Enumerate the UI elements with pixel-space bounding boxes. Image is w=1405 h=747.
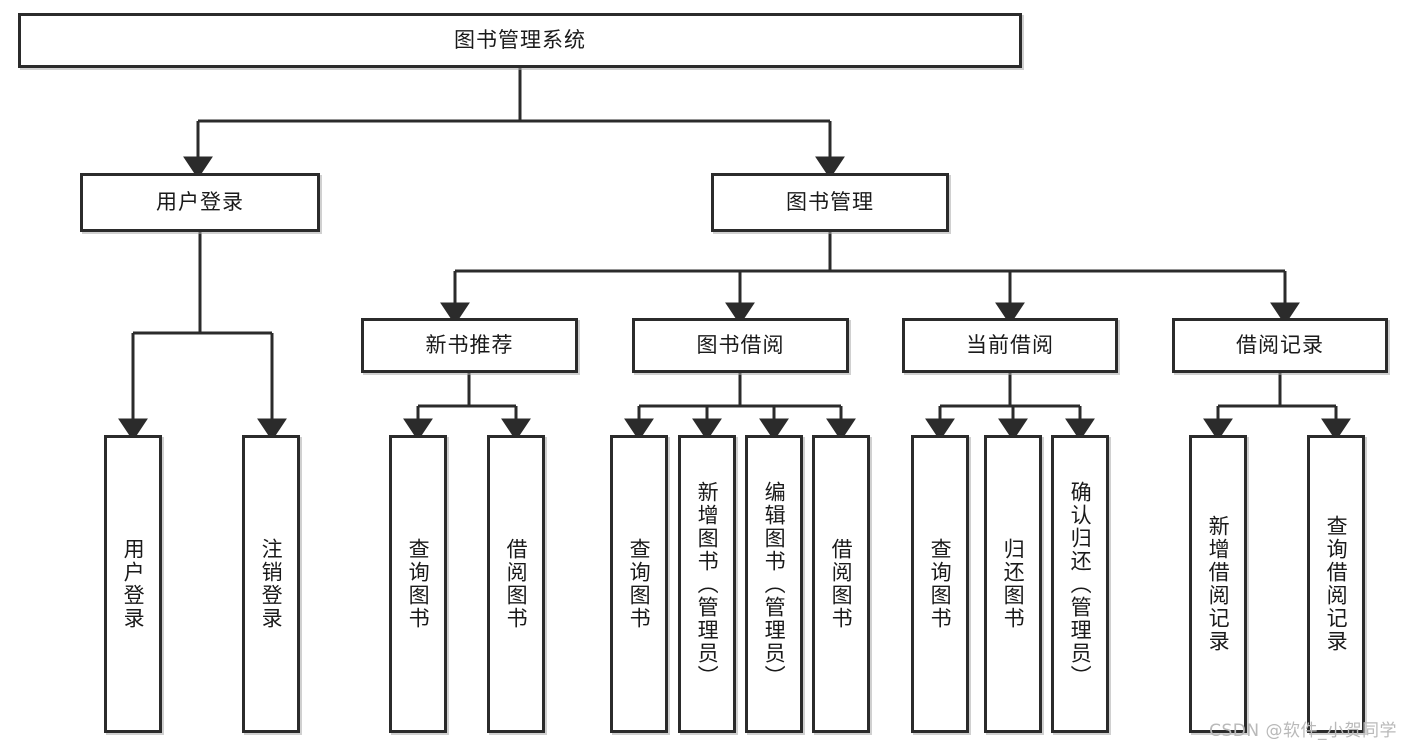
leaf-borrow-book-1[interactable]: 借阅图书 [487,435,545,733]
leaf-query-book-2[interactable]: 查询图书 [610,435,668,733]
leaf-add-book-label: 新增图书（管理员） [695,480,720,688]
node-book-manage[interactable]: 图书管理 [711,173,949,232]
node-book-borrow-label: 图书借阅 [696,332,785,357]
node-book-manage-label: 图书管理 [786,189,874,214]
node-new-book-recommend-label: 新书推荐 [425,332,514,357]
leaf-logout[interactable]: 注销登录 [242,435,300,733]
leaf-edit-book-label: 编辑图书（管理员） [762,480,787,688]
node-new-book-recommend[interactable]: 新书推荐 [361,318,578,373]
leaf-borrow-book-2[interactable]: 借阅图书 [812,435,870,733]
leaf-logout-label: 注销登录 [259,538,284,630]
node-current-borrow-label: 当前借阅 [966,332,1054,357]
leaf-query-record[interactable]: 查询借阅记录 [1307,435,1365,733]
csdn-watermark: CSDN @软件_小贺同学 [1209,721,1397,741]
leaf-query-book-3[interactable]: 查询图书 [911,435,969,733]
leaf-query-book-1-label: 查询图书 [406,538,431,630]
leaf-user-login[interactable]: 用户登录 [104,435,162,733]
node-borrow-record-label: 借阅记录 [1236,332,1324,357]
node-root[interactable]: 图书管理系统 [18,13,1022,68]
leaf-query-book-1[interactable]: 查询图书 [389,435,447,733]
node-borrow-record[interactable]: 借阅记录 [1172,318,1388,373]
leaf-add-record-label: 新增借阅记录 [1206,515,1231,653]
leaf-query-book-2-label: 查询图书 [627,538,652,630]
leaf-add-record[interactable]: 新增借阅记录 [1189,435,1247,733]
node-current-borrow[interactable]: 当前借阅 [902,318,1118,373]
leaf-user-login-label: 用户登录 [121,538,146,630]
leaf-confirm-return-label: 确认归还（管理员） [1068,480,1093,688]
leaf-borrow-book-2-label: 借阅图书 [829,538,854,630]
leaf-query-book-3-label: 查询图书 [928,538,953,630]
leaf-return-book-label: 归还图书 [1001,538,1026,630]
node-root-label: 图书管理系统 [454,27,586,52]
leaf-confirm-return[interactable]: 确认归还（管理员） [1051,435,1109,733]
node-user-login-label: 用户登录 [156,189,244,214]
leaf-return-book[interactable]: 归还图书 [984,435,1042,733]
leaf-borrow-book-1-label: 借阅图书 [504,538,529,630]
node-user-login[interactable]: 用户登录 [80,173,320,232]
leaf-edit-book[interactable]: 编辑图书（管理员） [745,435,803,733]
leaf-query-record-label: 查询借阅记录 [1324,515,1349,653]
leaf-add-book[interactable]: 新增图书（管理员） [678,435,736,733]
node-book-borrow[interactable]: 图书借阅 [632,318,849,373]
